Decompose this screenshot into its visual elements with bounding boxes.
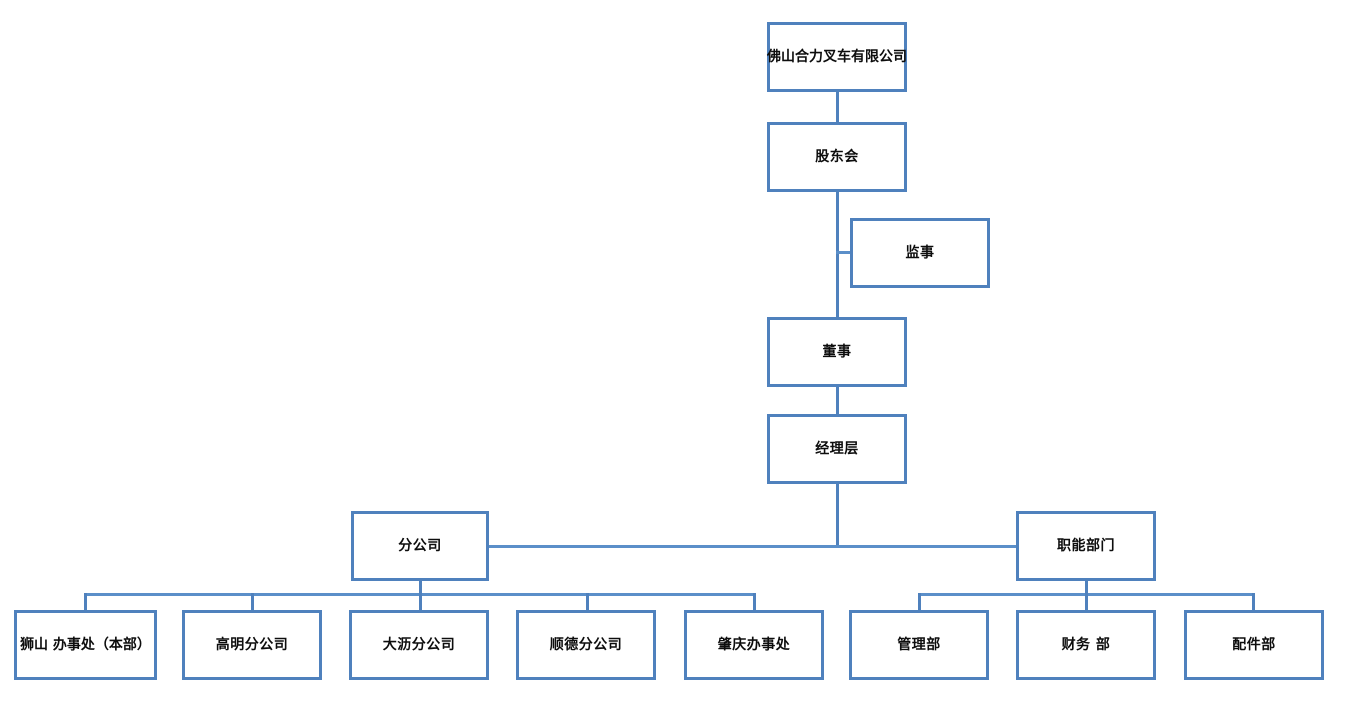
node-branch-group-label: 分公司: [398, 537, 442, 554]
connector-director-management: [836, 387, 839, 414]
node-function-group[interactable]: 职能部门: [1016, 511, 1156, 581]
connector-drop-dept-2: [1085, 593, 1088, 610]
node-branch-4[interactable]: 顺德分公司: [516, 610, 656, 680]
node-shareholders[interactable]: 股东会: [767, 122, 907, 192]
node-branch-1[interactable]: 狮山 办事处（本部）: [14, 610, 157, 680]
connector-drop-branch-1: [84, 593, 87, 610]
connector-branchgroup-drop: [419, 581, 422, 595]
node-function-group-label: 职能部门: [1057, 537, 1115, 554]
node-dept-3[interactable]: 配件部: [1184, 610, 1324, 680]
connector-drop-branch-5: [753, 593, 756, 610]
node-branch-4-label: 顺德分公司: [549, 636, 623, 653]
node-branch-5[interactable]: 肇庆办事处: [684, 610, 824, 680]
node-dept-2-label: 财务 部: [1061, 636, 1111, 653]
connector-drop-dept-1: [918, 593, 921, 610]
node-branch-3[interactable]: 大沥分公司: [349, 610, 489, 680]
node-dept-3-label: 配件部: [1232, 636, 1276, 653]
node-branch-group[interactable]: 分公司: [351, 511, 489, 581]
node-branch-5-label: 肇庆办事处: [717, 636, 791, 653]
connector-trunk-supervisor: [836, 251, 852, 254]
node-branch-3-label: 大沥分公司: [382, 636, 456, 653]
node-branch-1-label: 狮山 办事处（本部）: [20, 636, 151, 653]
node-management-label: 经理层: [815, 440, 859, 457]
node-dept-2[interactable]: 财务 部: [1016, 610, 1156, 680]
node-director-label: 董事: [822, 343, 852, 360]
node-dept-1-label: 管理部: [897, 636, 941, 653]
node-company-label: 佛山合力叉车有限公司: [767, 48, 907, 65]
connector-drop-branch-4: [586, 593, 589, 610]
node-company[interactable]: 佛山合力叉车有限公司: [767, 22, 907, 92]
connector-level5-bar: [489, 545, 1016, 548]
connector-drop-branch-3: [419, 593, 422, 610]
node-supervisor[interactable]: 监事: [850, 218, 990, 288]
connector-management-drop: [836, 483, 839, 546]
connector-functiongroup-drop: [1085, 581, 1088, 595]
node-management[interactable]: 经理层: [767, 414, 907, 484]
connector-shareholders-trunk: [836, 192, 839, 318]
connector-drop-dept-3: [1252, 593, 1255, 610]
node-shareholders-label: 股东会: [815, 148, 859, 165]
connector-drop-branch-2: [251, 593, 254, 610]
connector-company-shareholders: [836, 92, 839, 122]
node-branch-2-label: 高明分公司: [215, 636, 289, 653]
node-director[interactable]: 董事: [767, 317, 907, 387]
node-dept-1[interactable]: 管理部: [849, 610, 989, 680]
node-supervisor-label: 监事: [905, 244, 935, 261]
node-branch-2[interactable]: 高明分公司: [182, 610, 322, 680]
